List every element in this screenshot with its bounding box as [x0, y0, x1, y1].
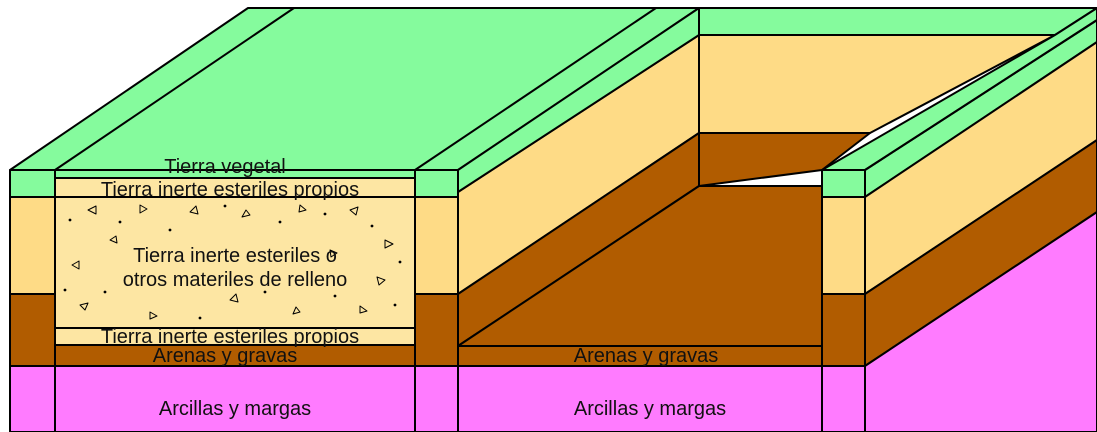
aggregate-mark	[189, 205, 199, 215]
aggregate-mark	[329, 249, 338, 258]
fill-dots	[63, 204, 402, 320]
right-front-sand	[821, 196, 866, 295]
left-block-edge-column	[414, 169, 459, 432]
aggregate-dot	[63, 288, 67, 292]
label-tierra-vegetal: Tierra vegetal	[164, 156, 286, 178]
aggregate-mark	[71, 260, 80, 270]
aggregate-mark	[87, 205, 97, 215]
aggregate-mark	[229, 293, 239, 303]
aggregate-dot	[370, 224, 374, 228]
right-front-clay	[821, 365, 866, 432]
label-inert-top: Tierra inerte esteriles propios	[101, 179, 359, 201]
label-clay-left: Arcillas y margas	[159, 398, 311, 420]
aggregate-dot	[278, 220, 282, 224]
aggregate-mark	[384, 239, 394, 249]
aggregate-mark	[241, 209, 251, 218]
aggregate-dot	[333, 294, 337, 298]
label-gravel-left: Arenas y gravas	[153, 345, 298, 367]
aggregate-dot	[393, 303, 397, 307]
label-fill-line2: otros materiles de relleno	[123, 269, 348, 291]
label-inert-bottom: Tierra inerte esteriles propios	[101, 326, 359, 348]
back-ridge-top	[698, 7, 1097, 36]
aggregate-dot	[198, 316, 202, 320]
right-front-topsoil	[821, 169, 866, 198]
aggregate-mark	[349, 206, 359, 216]
aggregate-dot	[103, 290, 107, 294]
right-front-brown	[821, 293, 866, 367]
label-gravel-center: Arenas y gravas	[574, 345, 719, 367]
label-fill-line1: Tierra inerte esteriles o	[133, 245, 337, 267]
left-trench-edge-line	[414, 7, 657, 171]
left-trench-edge-line	[54, 7, 295, 171]
label-clay-center: Arcillas y margas	[574, 398, 726, 420]
aggregate-mark	[376, 276, 386, 286]
aggregate-dot	[118, 220, 122, 224]
aggregate-mark	[149, 311, 158, 320]
aggregate-dot	[168, 228, 172, 232]
aggregate-mark	[79, 302, 89, 311]
aggregate-dot	[398, 260, 402, 264]
aggregate-dot	[68, 218, 72, 222]
aggregate-mark	[298, 204, 307, 213]
aggregate-dot	[223, 204, 227, 208]
aggregate-mark	[139, 204, 148, 214]
aggregate-dot	[323, 212, 327, 216]
fill-texture	[71, 204, 394, 320]
right-ridge-edge-line	[864, 19, 1097, 171]
aggregate-mark	[359, 305, 368, 314]
aggregate-mark	[109, 235, 118, 244]
fill-material-zone	[54, 196, 416, 329]
aggregate-dot	[263, 290, 267, 294]
left-clay-layer	[9, 365, 459, 432]
aggregate-mark	[292, 306, 301, 315]
